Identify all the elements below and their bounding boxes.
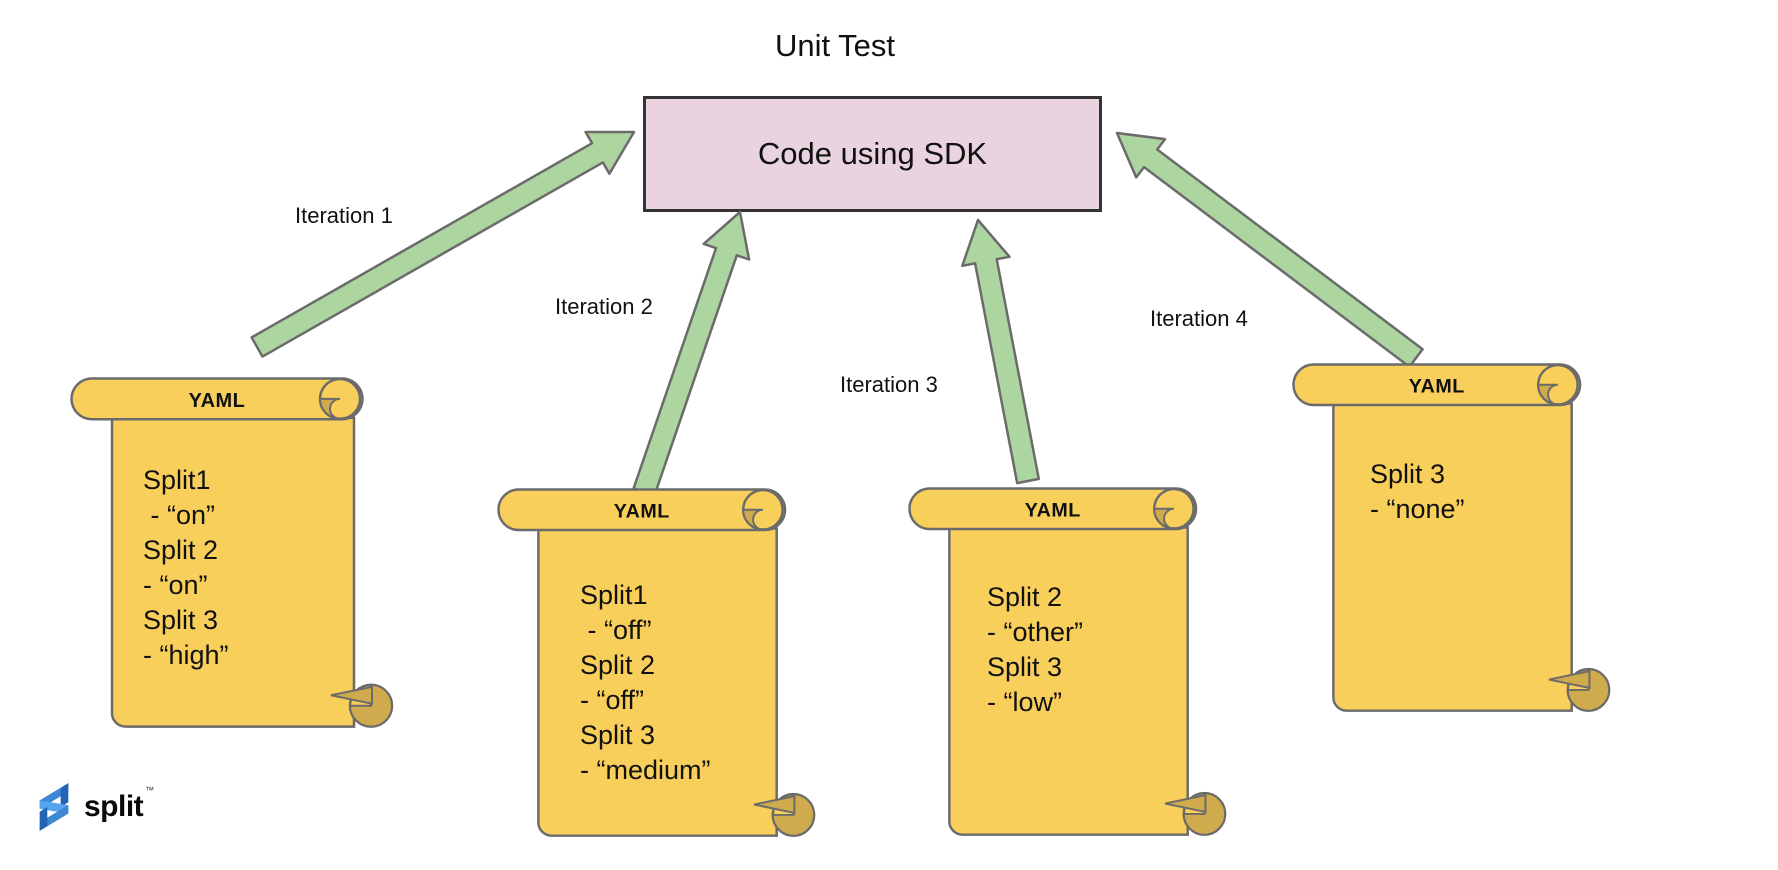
yaml-scroll-4: YAML Split 3 - “none”: [1292, 363, 1617, 729]
scroll-shape: YAML: [1292, 363, 1611, 712]
scroll-line: Split 3: [580, 720, 656, 750]
iteration-1-label: Iteration 1: [295, 203, 393, 228]
scroll-bottom-roll-curl: [1566, 668, 1611, 712]
scroll-line: Split 3: [987, 652, 1063, 682]
scroll-line: Split 2: [143, 535, 219, 565]
scroll-top-roll-curl: [318, 397, 341, 420]
arrow-iteration-1: [250, 130, 636, 358]
scroll-top-bar: [908, 487, 1198, 531]
logo-left-bar: [39, 807, 48, 831]
scroll-line: - “off”: [580, 615, 652, 645]
scroll-line: - “off”: [580, 685, 645, 715]
scroll-2-text: Split1 - “off” Split 2 - “off” Split 3 -…: [580, 578, 711, 788]
scroll-top-roll-curl: [1537, 383, 1559, 406]
scroll-bottom-roll-wedge: [1548, 669, 1591, 690]
scroll-bottom-roll-curl: [1182, 792, 1227, 836]
split-logo: split ™: [33, 781, 154, 833]
scroll-1-text: Split1 - “on” Split 2 - “on” Split 3 - “…: [143, 463, 229, 673]
yaml-label: YAML: [614, 501, 670, 523]
scroll-bottom-roll-curl: [348, 683, 393, 728]
scroll-line: - “low”: [987, 687, 1062, 717]
scroll-line: Split 3: [143, 605, 219, 635]
scroll-shape: YAML: [70, 377, 394, 728]
scroll-line: - “other”: [987, 617, 1084, 647]
scroll-top-bar: [1292, 363, 1582, 407]
scroll-top-roll-curl: [742, 508, 764, 531]
diagram-title: Unit Test: [774, 28, 896, 63]
scroll-4-text: Split 3 - “none”: [1370, 457, 1465, 527]
split-logo-icon: [39, 783, 69, 831]
scroll-bottom-roll-wedge: [330, 685, 373, 705]
yaml-label: YAML: [1409, 376, 1465, 398]
arrow-iteration-2: [632, 210, 751, 497]
split-logo-text: split: [84, 790, 144, 823]
yaml-scroll-3: YAML Split 2 - “other” Split 3 - “low”: [908, 487, 1233, 853]
scroll-line: Split1: [580, 580, 648, 610]
iteration-4-label: Iteration 4: [1150, 306, 1248, 331]
yaml-scroll-2: YAML Split1 - “off” Split 2 - “off” Spli…: [497, 488, 822, 854]
scroll-bottom-roll-wedge: [1164, 793, 1207, 814]
logo-right-bar: [60, 783, 69, 807]
scroll-body: [537, 527, 778, 837]
scroll-line: - “high”: [143, 640, 229, 670]
code-using-sdk-box: Code using SDK: [643, 96, 1102, 212]
scroll-line: Split 2: [580, 650, 656, 680]
scroll-shape: YAML: [497, 488, 816, 837]
arrow-iteration-4: [1115, 131, 1424, 369]
scroll-line: - “on”: [143, 500, 216, 530]
scroll-bottom-roll-curl: [771, 793, 816, 837]
trademark-mark: ™: [145, 785, 155, 795]
scroll-line: Split 3: [1370, 459, 1446, 489]
iteration-3-label: Iteration 3: [840, 372, 938, 397]
scroll-bottom-roll-wedge: [753, 794, 796, 815]
iteration-2-label: Iteration 2: [555, 294, 653, 319]
scroll-body: [1332, 402, 1573, 712]
scroll-line: Split 2: [987, 582, 1063, 612]
scroll-line: - “medium”: [580, 755, 711, 785]
arrow-iteration-3: [961, 218, 1041, 485]
code-using-sdk-label: Code using SDK: [757, 136, 988, 171]
scroll-body: [948, 526, 1189, 836]
scroll-line: - “none”: [1370, 494, 1465, 524]
scroll-top-roll-curl: [1153, 507, 1175, 530]
scroll-body: [110, 416, 356, 728]
yaml-label: YAML: [189, 390, 246, 412]
scroll-line: Split1: [143, 465, 211, 495]
scroll-top-bar: [70, 377, 364, 421]
yaml-label: YAML: [1025, 500, 1081, 522]
scroll-line: - “on”: [143, 570, 208, 600]
scroll-shape: YAML: [908, 487, 1227, 836]
scroll-top-bar: [497, 488, 787, 532]
yaml-scroll-1: YAML Split1 - “on” Split 2 - “on” Split …: [70, 377, 400, 745]
scroll-3-text: Split 2 - “other” Split 3 - “low”: [987, 580, 1083, 720]
